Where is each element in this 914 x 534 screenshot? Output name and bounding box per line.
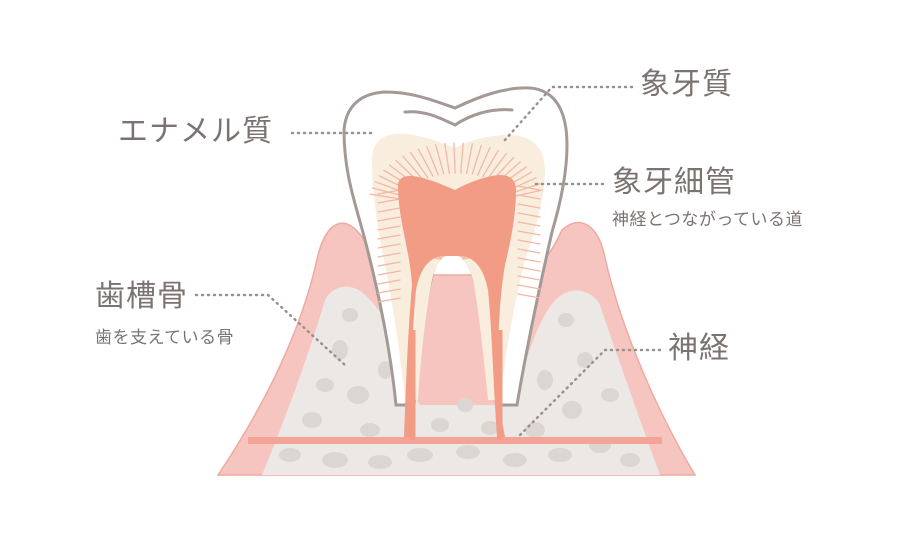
tubule-line bbox=[517, 266, 541, 272]
tubule-line bbox=[517, 284, 541, 290]
tubule-line bbox=[517, 230, 541, 236]
tubule-line bbox=[517, 239, 541, 245]
tubule-line bbox=[377, 198, 401, 204]
tubule-line bbox=[517, 248, 541, 254]
tubule-line bbox=[377, 288, 401, 294]
tubule-line bbox=[517, 194, 541, 200]
tubule-line bbox=[517, 212, 541, 218]
tubule-line bbox=[402, 155, 424, 181]
tubule-line bbox=[435, 144, 445, 175]
tubule-line bbox=[377, 279, 401, 285]
label-alveolar-bone-note: 歯を支えている骨 bbox=[95, 328, 235, 348]
tubule-line bbox=[471, 144, 482, 175]
label-dentinal-tubules-note: 神経とつながっている道 bbox=[612, 210, 803, 230]
tubule-line bbox=[377, 270, 401, 276]
tubule-line bbox=[377, 225, 401, 231]
tubule-line bbox=[482, 149, 499, 178]
bone-cells bbox=[279, 308, 640, 469]
tubule-line bbox=[517, 203, 541, 209]
tubule-line bbox=[377, 252, 401, 258]
label-dentinal-tubules: 象牙細管 bbox=[612, 165, 736, 200]
label-nerve: 神経 bbox=[668, 331, 730, 366]
leader-lines bbox=[194, 85, 662, 439]
enamel-groove bbox=[403, 108, 514, 127]
tubule-line bbox=[409, 151, 429, 179]
label-enamel: エナメル質 bbox=[118, 114, 273, 149]
tubule-line bbox=[377, 234, 401, 240]
leader-dentin bbox=[503, 85, 634, 142]
tubule-line bbox=[476, 146, 491, 176]
tubule-line bbox=[377, 243, 401, 249]
tubule-line bbox=[517, 221, 541, 227]
tubule-line bbox=[369, 193, 404, 201]
tubule-line bbox=[377, 189, 401, 195]
tubule-line bbox=[460, 142, 464, 174]
label-dentin: 象牙質 bbox=[640, 67, 733, 102]
tubule-line bbox=[517, 185, 541, 191]
leader-alveolar-bone bbox=[194, 293, 347, 367]
tubule-line bbox=[426, 146, 439, 176]
tubule-line bbox=[377, 207, 401, 213]
label-alveolar-bone: 歯槽骨 bbox=[95, 279, 188, 314]
tubule-line bbox=[377, 297, 401, 303]
base-nerve-line bbox=[248, 437, 662, 444]
tubule-line bbox=[465, 143, 473, 175]
tubule-line bbox=[517, 257, 541, 263]
pulp bbox=[398, 175, 516, 437]
tubule-line bbox=[487, 152, 507, 180]
tubule-line bbox=[377, 261, 401, 267]
tubule-line bbox=[444, 142, 450, 174]
tubule-line bbox=[377, 216, 401, 222]
tubule-line bbox=[517, 275, 541, 281]
leader-nerve bbox=[516, 348, 662, 439]
tubule-line bbox=[517, 293, 541, 299]
tubule-line bbox=[417, 148, 434, 177]
tubule-line bbox=[453, 142, 456, 174]
